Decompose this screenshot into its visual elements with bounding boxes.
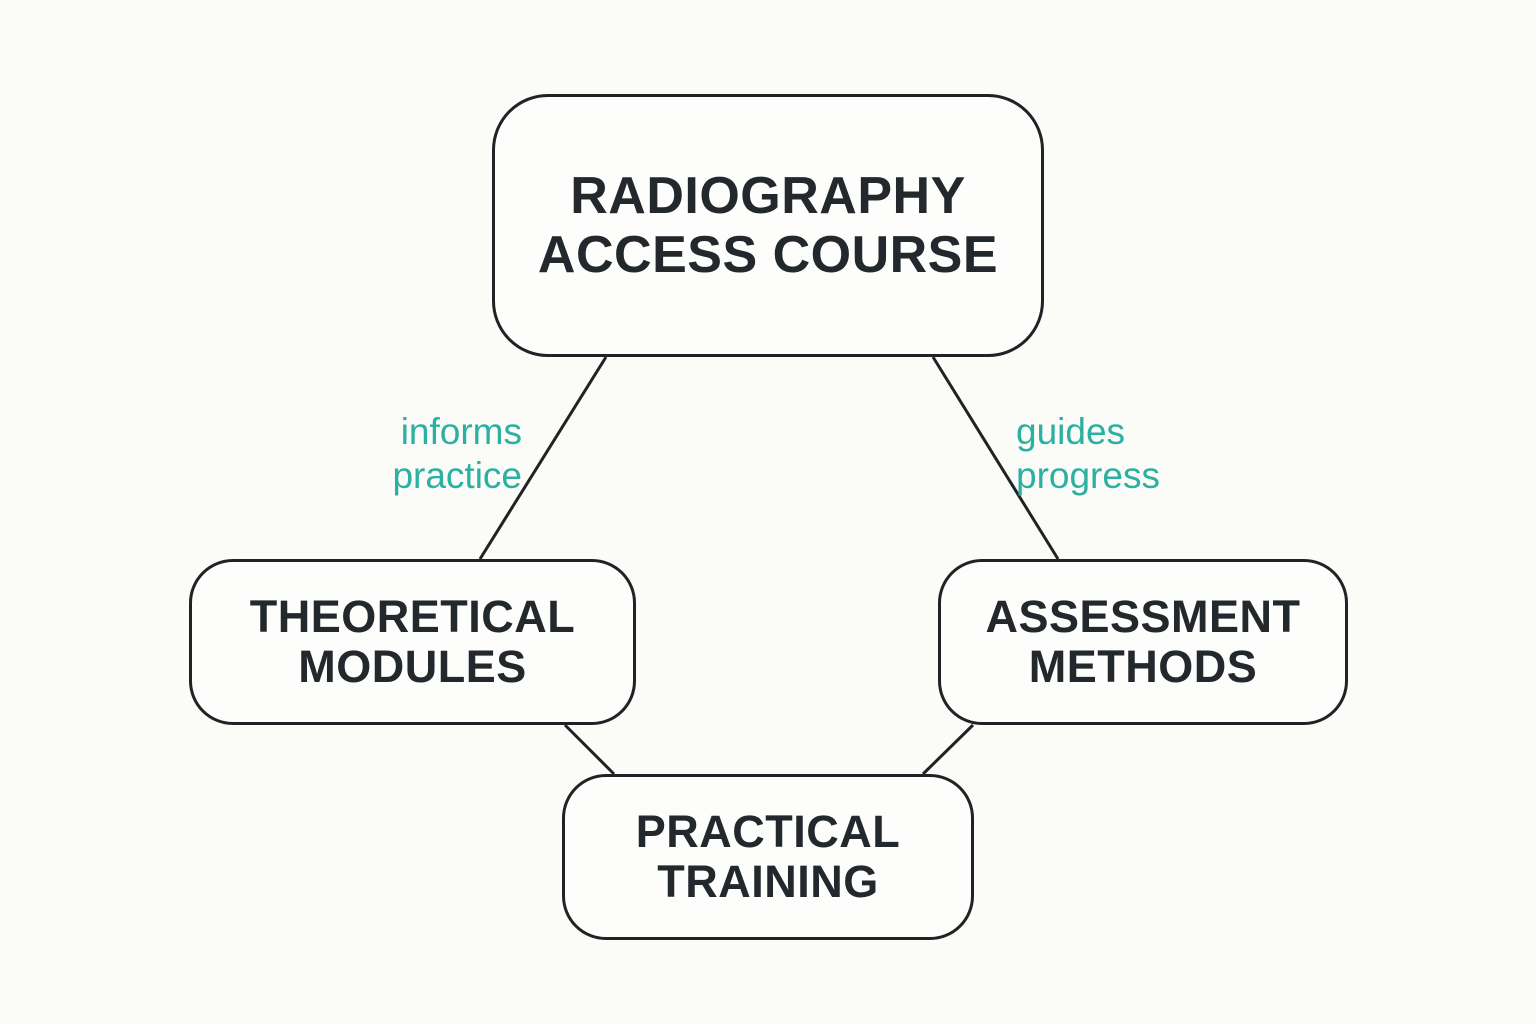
node-practical-line2: TRAINING	[657, 856, 879, 907]
edge-assessment-practical	[921, 723, 975, 776]
edge-main-assessment	[931, 356, 1060, 560]
node-theoretical-modules: THEORETICAL MODULES	[189, 559, 636, 725]
node-assess-line2: METHODS	[1028, 641, 1258, 692]
edge-label-left-line1: informs	[400, 411, 522, 452]
edge-theory-practical	[563, 723, 616, 776]
edge-label-left-line2: practice	[392, 455, 522, 497]
edge-label-informs-practice: informs practice	[340, 410, 522, 499]
node-radiography-access-course: RADIOGRAPHY ACCESS COURSE	[492, 94, 1044, 357]
node-practical-line1: PRACTICAL	[635, 805, 901, 857]
edge-label-right-line2: progress	[1016, 455, 1160, 497]
node-theory-line2: MODULES	[298, 641, 527, 692]
node-theory-line1: THEORETICAL	[249, 590, 576, 642]
edge-label-guides-progress: guides progress	[1016, 410, 1216, 499]
node-practical-training: PRACTICAL TRAINING	[562, 774, 974, 940]
node-main-line2: ACCESS COURSE	[537, 225, 999, 284]
edge-main-theory	[478, 356, 608, 560]
edge-label-right-line1: guides	[1016, 411, 1126, 452]
node-main-line1: RADIOGRAPHY	[570, 167, 966, 226]
node-assessment-methods: ASSESSMENT METHODS	[938, 559, 1348, 725]
node-assess-line1: ASSESSMENT	[985, 590, 1301, 642]
